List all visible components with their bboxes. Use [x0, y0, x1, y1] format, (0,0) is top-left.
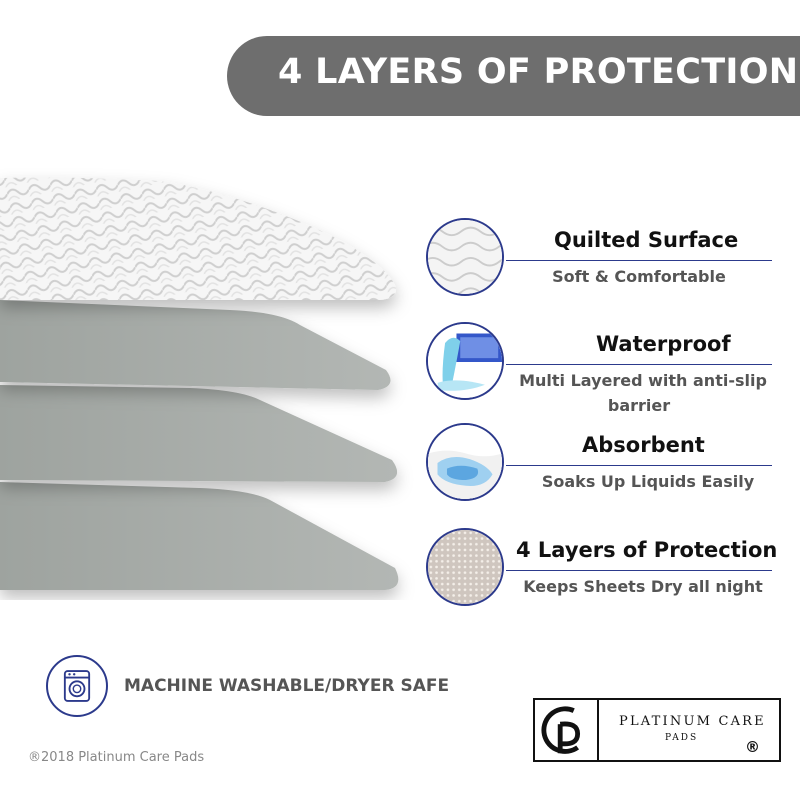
water-splash-icon: [426, 322, 504, 400]
brand-logo: PLATINUM CARE PADS ®: [533, 698, 781, 762]
divider: [506, 570, 772, 571]
pad-layer-1-quilted: [0, 177, 396, 300]
divider: [506, 260, 772, 261]
machine-washable-label: MACHINE WASHABLE/DRYER SAFE: [124, 676, 450, 696]
feature-subtitle: Keeps Sheets Dry all night: [523, 577, 763, 596]
pad-layer-3: [0, 385, 398, 482]
feature-title: Quilted Surface: [554, 228, 739, 252]
feature-title: 4 Layers of Protection: [516, 538, 778, 562]
feature-title: Waterproof: [596, 332, 731, 356]
feature-subtitle-line1: Multi Layered with anti-slip: [519, 371, 767, 390]
washing-machine-icon: [46, 655, 108, 717]
registered-mark: ®: [745, 738, 760, 756]
feature-four-layers: 4 Layers of Protection Keeps Sheets Dry …: [420, 528, 780, 628]
quilted-fabric-icon: [426, 218, 504, 296]
pad-layers-illustration: [0, 177, 399, 590]
feature-subtitle: Soaks Up Liquids Easily: [541, 472, 755, 491]
logo-brand-sub: PADS: [665, 733, 699, 743]
feature-waterproof: Waterproof Multi Layered with anti-slip …: [420, 322, 780, 422]
logo-brand-name: PLATINUM CARE: [619, 714, 766, 729]
feature-title: Absorbent: [582, 433, 705, 457]
page-title: 4 LAYERS OF PROTECTION: [278, 52, 799, 92]
feature-subtitle: Soft & Comfortable: [552, 267, 726, 286]
header-banner: [227, 36, 800, 116]
absorbent-pad-icon: [426, 423, 504, 501]
feature-quilted-surface: Quilted Surface Soft & Comfortable: [420, 218, 780, 318]
divider: [506, 364, 772, 365]
pc-logo-mark-icon: [535, 700, 599, 760]
pad-layer-2: [0, 300, 391, 390]
copyright-text: ®2018 Platinum Care Pads: [28, 750, 205, 765]
pad-layer-4: [0, 482, 399, 590]
feature-subtitle-line2: barrier: [607, 396, 671, 415]
divider: [506, 465, 772, 466]
feature-absorbent: Absorbent Soaks Up Liquids Easily: [420, 423, 780, 523]
dotted-backing-icon: [426, 528, 504, 606]
